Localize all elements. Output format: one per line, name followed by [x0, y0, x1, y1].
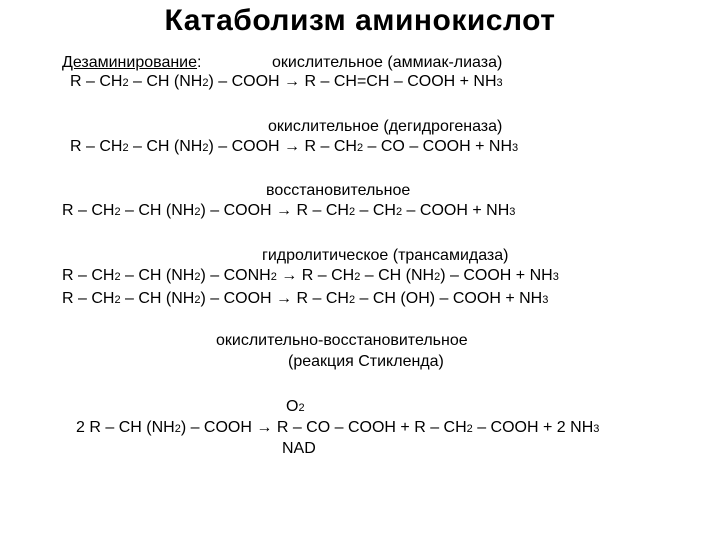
- section4-heading: гидролитическое (трансамидаза): [262, 247, 509, 264]
- subscript: 2: [194, 271, 201, 283]
- subscript: 2: [122, 77, 129, 89]
- reaction-text: 2 R – CH (NH: [76, 419, 175, 436]
- reaction-text: – CH (NH: [120, 202, 195, 219]
- subscript: 2: [122, 142, 129, 154]
- subscript: 3: [496, 77, 503, 89]
- section5-heading: окислительно-восстановительное: [216, 332, 468, 349]
- reaction-hydrolytic-1: R – CH2 – CH (NH2) – CONH2 → R – CH2 – C…: [62, 267, 559, 286]
- subscript: 3: [512, 142, 519, 154]
- reaction-text: – CH: [355, 202, 396, 219]
- subscript: 2: [298, 402, 305, 414]
- oxygen-cofactor: O2: [286, 398, 305, 417]
- subscript: 2: [194, 294, 201, 306]
- section1-heading: окислительное (аммиак-лиаза): [272, 54, 503, 71]
- reaction-text: R – CH: [62, 290, 115, 307]
- subscript: 2: [466, 423, 473, 435]
- subscript: 3: [509, 206, 516, 218]
- subscript: 2: [348, 206, 356, 218]
- reaction-text: – CH (OH) – COOH + NH: [355, 290, 543, 307]
- reaction-text: ) – COOH → R – CH=CH – COOH + NH: [208, 73, 497, 90]
- reaction-text: R – CH: [70, 73, 123, 90]
- reaction-oxidative-lyase: R – CH2 – CH (NH2) – COOH → R – CH=CH – …: [70, 73, 503, 92]
- reaction-text: ) – COOH → R – CH: [200, 290, 349, 307]
- subscript: 3: [542, 294, 549, 306]
- subscript: 3: [552, 271, 559, 283]
- subscript: 3: [593, 423, 600, 435]
- reaction-text: ) – COOH → R – CH: [200, 202, 349, 219]
- subscript: 2: [354, 271, 361, 283]
- subscript: 2: [174, 423, 181, 435]
- subscript: 2: [114, 294, 121, 306]
- section5-subheading: (реакция Стикленда): [288, 353, 444, 370]
- reaction-text: R – CH: [70, 138, 123, 155]
- reaction-reductive: R – CH2 – CH (NH2) – COOH → R – CH2 – CH…: [62, 202, 515, 221]
- deamination-colon: :: [197, 54, 202, 71]
- subscript: 2: [356, 142, 364, 154]
- reaction-text: – CH (NH: [128, 138, 203, 155]
- reaction-text: – CH (NH: [120, 267, 195, 284]
- reaction-oxidative-dehydrogenase: R – CH2 – CH (NH2) – COOH → R – CH2 – CO…: [70, 138, 518, 157]
- reaction-text: R – CH: [62, 202, 115, 219]
- reaction-text: – CH (NH: [128, 73, 203, 90]
- subscript: 2: [202, 77, 209, 89]
- reaction-text: – CH (NH: [120, 290, 195, 307]
- reaction-text: ) – COOH → R – CH: [208, 138, 357, 155]
- deamination-line: Дезаминирование:: [62, 54, 201, 72]
- reaction-stickland: 2 R – CH (NH2) – COOH → R – CO – COOH + …: [76, 419, 599, 438]
- subscript: 2: [348, 294, 356, 306]
- reaction-text: – COOH + 2 NH: [472, 419, 594, 436]
- cofactor-text: O: [286, 398, 299, 415]
- section3-heading: восстановительное: [266, 182, 411, 199]
- subscript: 2: [114, 206, 121, 218]
- subscript: 2: [114, 271, 121, 283]
- section2-heading: окислительное (дегидрогеназа): [268, 118, 503, 135]
- reaction-text: ) – COOH + NH: [440, 267, 553, 284]
- reaction-text: – COOH + NH: [402, 202, 510, 219]
- reaction-text: – CO – COOH + NH: [363, 138, 512, 155]
- nad-cofactor: NAD: [282, 440, 316, 457]
- subscript: 2: [434, 271, 441, 283]
- subscript: 2: [395, 206, 403, 218]
- reaction-text: → R – CH: [276, 267, 355, 284]
- subscript: 2: [270, 271, 277, 283]
- reaction-text: ) – COOH → R – CO – COOH + R – CH: [180, 419, 467, 436]
- subscript: 2: [202, 142, 209, 154]
- deamination-label: Дезаминирование: [62, 54, 198, 71]
- reaction-text: ) – CONH: [200, 267, 271, 284]
- page-title: Катаболизм аминокислот: [164, 4, 556, 37]
- subscript: 2: [194, 206, 201, 218]
- reaction-text: R – CH: [62, 267, 115, 284]
- reaction-hydrolytic-2: R – CH2 – CH (NH2) – COOH → R – CH2 – CH…: [62, 290, 548, 309]
- reaction-text: – CH (NH: [360, 267, 435, 284]
